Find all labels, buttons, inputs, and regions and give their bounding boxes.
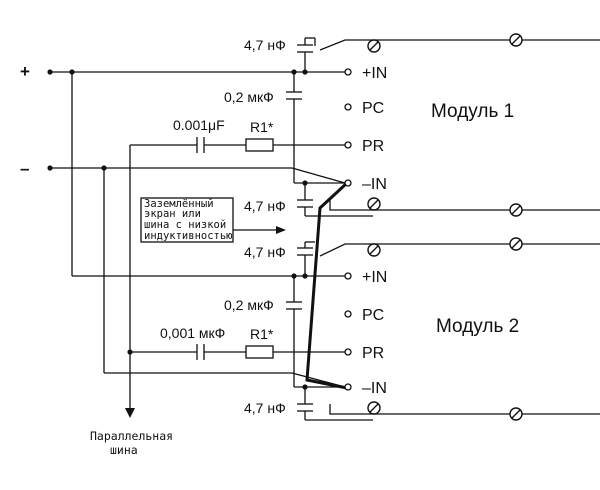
m1-cap-top-label: 4,7 нФ: [244, 37, 286, 53]
m1-cap-pr-label: 0.001μF: [173, 117, 225, 133]
terminal-icon: [367, 401, 381, 415]
m2-plus-in-label: +IN: [362, 269, 387, 286]
m2-pr-label: PR: [362, 345, 384, 362]
module-1-circuit: [130, 37, 600, 217]
screw-terminals: [367, 33, 523, 421]
m2-cap-top-label: 4,7 нФ: [244, 244, 286, 260]
terminal-icon: [367, 39, 381, 53]
component-labels: 4,7 нФ 0,2 мкФ 4,7 нФ 0.001μF R1* 4,7 нФ…: [160, 37, 286, 416]
m2-pc-label: PC: [362, 307, 384, 324]
bus-label: Параллельная шина: [90, 429, 173, 457]
module-pins: [344, 68, 352, 391]
m2-cap-pr-label: 0,001 мкФ: [160, 325, 225, 341]
m1-cap-bottom-label: 4,7 нФ: [244, 198, 286, 214]
terminal-icon: [367, 243, 381, 257]
m1-plus-in-label: +IN: [362, 65, 387, 82]
module-2-title: Модуль 2: [436, 316, 519, 337]
m1-pr-label: PR: [362, 138, 384, 155]
m2-cap-bottom-label: 4,7 нФ: [244, 400, 286, 416]
terminal-icon: [367, 197, 381, 211]
shield-note-line-2: экран или: [144, 208, 201, 220]
shield-note-line-3: шина с низкой: [144, 219, 226, 231]
bus-arrow-icon: [125, 408, 135, 418]
m1-minus-in-label: –IN: [362, 176, 387, 193]
m1-pc-label: PC: [362, 100, 384, 117]
module-1-title: Модуль 1: [431, 101, 514, 122]
shield-note-line-1: Заземлённый: [144, 198, 214, 210]
m1-cap-mid-label: 0,2 мкФ: [224, 89, 274, 105]
supply-rails: + –: [20, 62, 346, 418]
pin-labels: +IN PC PR –IN Модуль 1 +IN PC PR –IN Мод…: [362, 65, 519, 397]
terminal-icon: [509, 407, 523, 421]
m2-resistor-label: R1*: [250, 326, 274, 342]
terminal-icon: [509, 33, 523, 47]
m2-minus-in-label: –IN: [362, 380, 387, 397]
shield-note-line-4: индуктивностью: [144, 230, 233, 242]
plus-label: +: [20, 62, 30, 81]
note-arrow-icon: [276, 226, 286, 234]
bus-label-line-2: шина: [110, 443, 138, 457]
terminal-icon: [509, 237, 523, 251]
shield-note: Заземлённый экран или шина с низкой инду…: [140, 197, 286, 243]
bus-label-line-1: Параллельная: [90, 429, 173, 443]
terminal-icon: [509, 203, 523, 217]
shield-conductor: [305, 181, 349, 390]
m1-resistor-label: R1*: [250, 119, 274, 135]
m2-cap-mid-label: 0,2 мкФ: [224, 297, 274, 313]
minus-label: –: [20, 159, 29, 178]
